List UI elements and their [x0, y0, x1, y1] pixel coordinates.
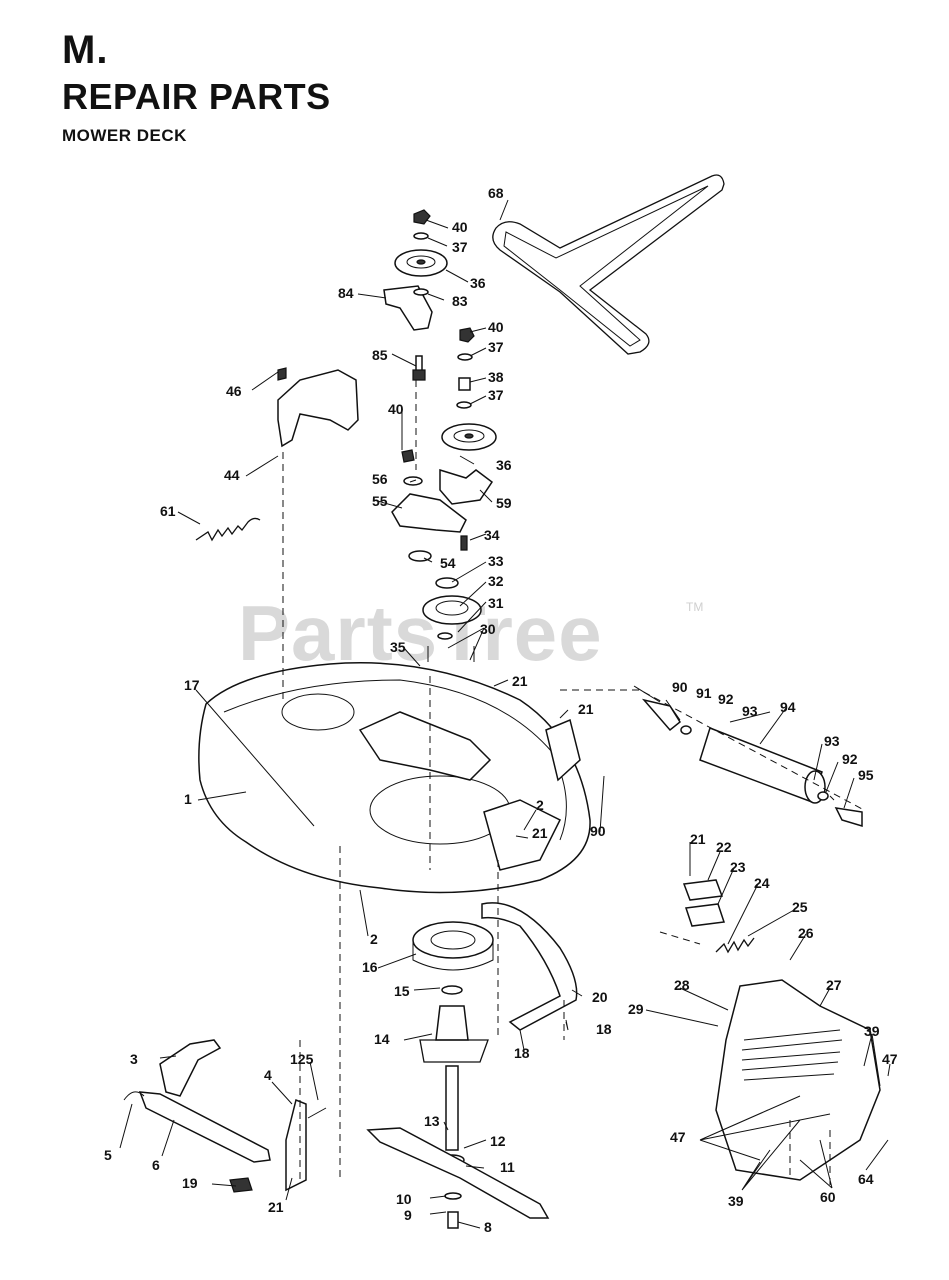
callout-83: 83	[452, 293, 468, 309]
callout-91: 91	[696, 685, 712, 701]
callout-125: 125	[290, 1051, 314, 1067]
callout-8: 8	[484, 1219, 492, 1235]
callout-90: 90	[672, 679, 688, 695]
callout-90b: 90	[590, 823, 606, 839]
callout-95: 95	[858, 767, 874, 783]
alignment-lines	[282, 380, 865, 1190]
callout-11: 11	[500, 1159, 515, 1175]
callout-27: 27	[826, 977, 842, 993]
callout-84: 84	[338, 285, 354, 301]
callout-34: 34	[484, 527, 500, 543]
callout-2: 2	[536, 797, 544, 813]
callout-93: 93	[742, 703, 758, 719]
callout-85: 85	[372, 347, 388, 363]
deck-baffle	[481, 902, 578, 1031]
callout-18: 18	[596, 1021, 612, 1037]
callout-36: 36	[470, 275, 486, 291]
deck-guard	[277, 367, 359, 448]
callout-17: 17	[184, 677, 200, 693]
callout-31: 31	[488, 595, 504, 611]
callout-29: 29	[628, 1001, 644, 1017]
page-title: REPAIR PARTS	[62, 76, 331, 117]
partstree-watermark: PartsTree	[238, 589, 603, 677]
callout-14: 14	[374, 1031, 390, 1047]
callout-24: 24	[754, 875, 770, 891]
callout-47b: 47	[670, 1129, 686, 1145]
section-letter: M.	[62, 28, 109, 72]
callout-15: 15	[394, 983, 410, 999]
callout-26: 26	[798, 925, 814, 941]
idler-stack-lower	[391, 327, 497, 562]
callout-21c: 21	[532, 825, 548, 841]
callout-37b: 37	[488, 339, 504, 355]
callout-37c: 37	[488, 387, 504, 403]
callout-5: 5	[104, 1147, 112, 1163]
callout-16: 16	[362, 959, 378, 975]
chute-pivot-bracket	[682, 879, 755, 954]
callout-61: 61	[160, 503, 176, 519]
callout-21e: 21	[268, 1199, 284, 1215]
callout-32: 32	[488, 573, 504, 589]
mower-blade	[366, 1127, 550, 1229]
callout-47: 47	[882, 1051, 898, 1067]
callout-56: 56	[372, 471, 388, 487]
callout-21: 21	[512, 673, 528, 689]
callout-59: 59	[496, 495, 512, 511]
spindle-assembly	[412, 921, 494, 1166]
callout-94: 94	[780, 699, 796, 715]
deck-spring	[195, 517, 261, 542]
callout-64: 64	[858, 1171, 874, 1187]
hanger-brackets	[123, 1039, 327, 1193]
callout-54: 54	[440, 555, 456, 571]
page-subtitle: MOWER DECK	[62, 126, 187, 145]
callout-28: 28	[674, 977, 690, 993]
callout-21b: 21	[578, 701, 594, 717]
callout-36b: 36	[496, 457, 512, 473]
callout-68: 68	[488, 185, 504, 201]
drive-belt	[492, 174, 725, 355]
callout-38: 38	[488, 369, 504, 385]
leader-lines	[119, 199, 891, 1229]
callout-25: 25	[792, 899, 808, 915]
callout-23: 23	[730, 859, 746, 875]
discharge-chute	[715, 979, 881, 1181]
callout-60: 60	[820, 1189, 836, 1205]
callout-6: 6	[152, 1157, 160, 1173]
callout-21d: 21	[690, 831, 706, 847]
callout-37: 37	[452, 239, 468, 255]
callout-40c: 40	[388, 401, 404, 417]
callout-2b: 2	[370, 931, 378, 947]
callout-35: 35	[390, 639, 406, 655]
callout-55: 55	[372, 493, 388, 509]
deck-roller	[641, 698, 863, 828]
callout-92b: 92	[842, 751, 858, 767]
callout-44: 44	[224, 467, 240, 483]
callout-39: 39	[864, 1023, 880, 1039]
callout-numbers: 68 40 37 36 84 83 85 40 37 38 37 46 40 3…	[104, 185, 898, 1235]
callout-3: 3	[130, 1051, 138, 1067]
callout-92: 92	[718, 691, 734, 707]
callout-20: 20	[592, 989, 608, 1005]
callout-22: 22	[716, 839, 732, 855]
callout-30: 30	[480, 621, 496, 637]
callout-93b: 93	[824, 733, 840, 749]
callout-1: 1	[184, 791, 192, 807]
callout-33: 33	[488, 553, 504, 569]
callout-40: 40	[452, 219, 468, 235]
callout-9: 9	[404, 1207, 412, 1223]
callout-10: 10	[396, 1191, 412, 1207]
callout-18b: 18	[514, 1045, 530, 1061]
mower-deck-shell	[198, 662, 591, 894]
callout-12: 12	[490, 1133, 506, 1149]
drive-pulley-assembly	[422, 577, 482, 696]
callout-39b: 39	[728, 1193, 744, 1209]
callout-46: 46	[226, 383, 242, 399]
callout-40b: 40	[488, 319, 504, 335]
callout-19: 19	[182, 1175, 198, 1191]
trademark-mark: TM	[686, 600, 704, 614]
callout-4: 4	[264, 1067, 272, 1083]
callout-13: 13	[424, 1113, 440, 1129]
